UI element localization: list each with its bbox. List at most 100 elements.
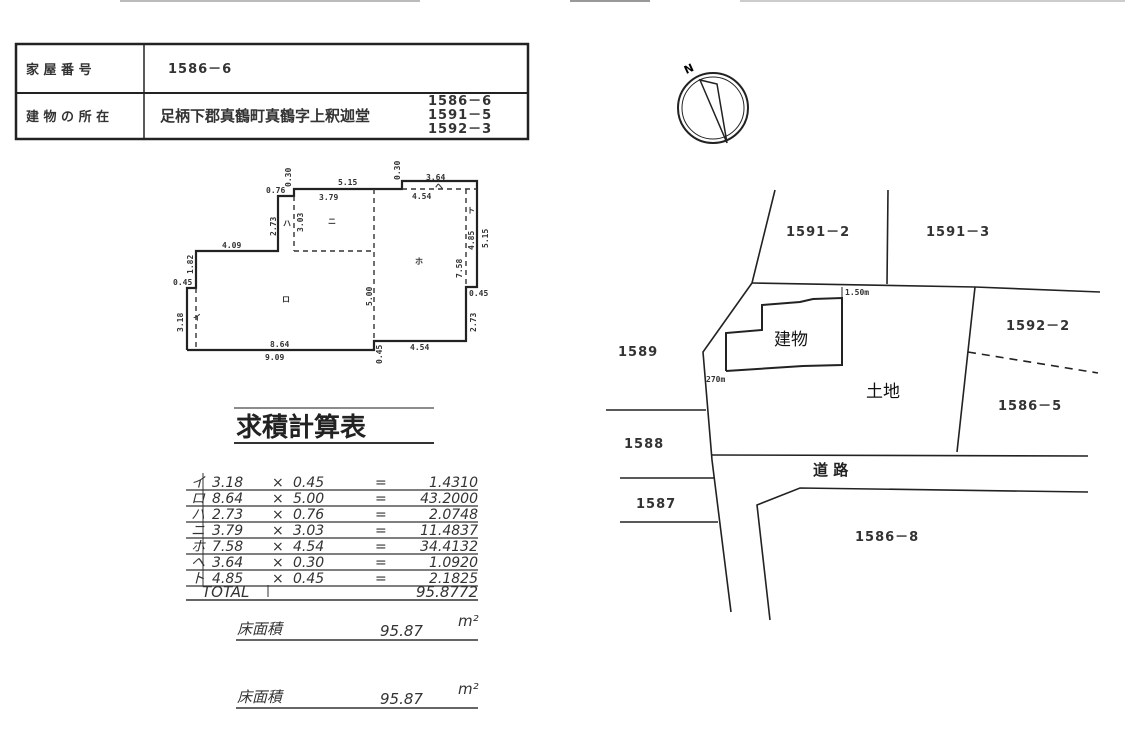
dim: 3.64 xyxy=(426,173,445,182)
lot-3: 1592－3 xyxy=(428,122,492,137)
dim: 4.54 xyxy=(410,343,429,352)
row-factor-b: 0.45 xyxy=(293,571,324,587)
section-label: ト xyxy=(467,206,475,215)
location: 足柄下郡真鶴町真鶴字上釈迦堂 xyxy=(160,107,370,125)
building-label: 建物 xyxy=(774,330,808,350)
lot-label: 1591－3 xyxy=(926,225,990,240)
land-label: 土地 xyxy=(866,382,900,402)
equals-sign: = xyxy=(375,507,387,523)
times-sign: × xyxy=(272,523,284,539)
row-factor-a: 8.64 xyxy=(212,491,243,507)
dim: 1.82 xyxy=(186,255,195,274)
floor-area-value-2: 95.87 xyxy=(380,690,423,708)
section-label: ホ xyxy=(415,257,423,266)
dim-right: 1.50m xyxy=(845,288,869,297)
times-sign: × xyxy=(272,491,284,507)
equals-sign: = xyxy=(375,555,387,571)
lot-label: 1591－2 xyxy=(786,225,850,240)
calc-row: ロ 8.64 × 5.00 = 43.2000 xyxy=(186,491,478,507)
dim: 3.79 xyxy=(319,193,338,202)
north-arrow: N xyxy=(677,61,749,144)
dim: 2.73 xyxy=(469,313,478,332)
times-sign: × xyxy=(272,475,284,491)
row-factor-b: 4.54 xyxy=(293,539,324,555)
floor-area-label-2: 床面積 xyxy=(237,688,284,706)
dim: 4.09 xyxy=(222,241,241,250)
row-factor-a: 3.79 xyxy=(212,523,243,539)
dim: 0.45 xyxy=(173,278,192,287)
equals-sign: = xyxy=(375,571,387,587)
row-result: 2.0748 xyxy=(429,507,478,523)
lot-label: 1586－5 xyxy=(998,399,1062,414)
floor-plan: 5.15 3.64 0.76 0.30 0.30 3.79 4.54 2.73 … xyxy=(173,161,490,364)
row-factor-b: 0.45 xyxy=(293,475,324,491)
section-label: ハ xyxy=(283,219,291,228)
calc-row: ト 4.85 × 0.45 = 2.1825 xyxy=(186,571,478,587)
section-label: ロ xyxy=(282,295,290,304)
dim: 0.30 xyxy=(284,168,293,187)
lot-label: 1589 xyxy=(618,345,658,360)
row-factor-b: 0.76 xyxy=(293,507,324,523)
unit-2: m² xyxy=(458,680,479,698)
row-result: 11.4837 xyxy=(420,523,478,539)
dim: 5.00 xyxy=(365,287,374,306)
dim-left: 270m xyxy=(706,375,725,384)
house-number-label: 家 屋 番 号 xyxy=(26,62,92,78)
dim: 3.03 xyxy=(296,213,305,232)
row-factor-a: 3.18 xyxy=(212,475,243,491)
equals-sign: = xyxy=(375,475,387,491)
row-factor-a: 3.64 xyxy=(212,555,243,571)
row-factor-b: 3.03 xyxy=(293,523,324,539)
row-result: 2.1825 xyxy=(429,571,478,587)
dim: 0.45 xyxy=(375,345,384,364)
lot-2: 1591－5 xyxy=(428,108,492,123)
dim: 9.09 xyxy=(265,353,284,362)
equals-sign: = xyxy=(375,491,387,507)
row-result: 1.4310 xyxy=(429,475,478,491)
lot-label: 1586－8 xyxy=(855,530,919,545)
row-mark: イ xyxy=(191,475,206,491)
row-factor-b: 5.00 xyxy=(293,491,324,507)
location-label: 建 物 の 所 在 xyxy=(26,109,109,125)
lot-label: 1587 xyxy=(636,497,676,512)
section-label: ヘ xyxy=(435,182,443,191)
section-label: イ xyxy=(193,313,201,322)
dim: 8.64 xyxy=(270,340,289,349)
building-outline xyxy=(725,296,843,372)
dim: 7.58 xyxy=(455,259,464,278)
total-label: TOTAL xyxy=(202,583,249,601)
row-mark: ヘ xyxy=(191,555,205,571)
equals-sign: = xyxy=(375,539,387,555)
row-mark: ニ xyxy=(191,523,205,539)
lot-1: 1586－6 xyxy=(428,94,492,109)
site-map: N 1591－2 1591－3 1592－2 1589 1586－5 1588 … xyxy=(606,61,1101,621)
dim: 0.45 xyxy=(469,289,488,298)
dim: 3.18 xyxy=(176,313,185,332)
row-mark: ハ xyxy=(191,507,205,523)
section-label: ニ xyxy=(328,217,336,226)
calc-table: 求積計算表 イ 3.18 × 0.45 = 1.4310 ロ 8.64 × 5.00 = 43.200… xyxy=(186,407,479,709)
row-factor-a: 7.58 xyxy=(212,539,243,555)
road-label: 道 路 xyxy=(813,461,849,479)
dim: 0.76 xyxy=(266,186,285,195)
times-sign: × xyxy=(272,571,284,587)
calc-row: イ 3.18 × 0.45 = 1.4310 xyxy=(186,475,478,491)
total-value: 95.8772 xyxy=(416,583,478,601)
floor-area-value: 95.87 xyxy=(380,622,423,640)
row-mark: ロ xyxy=(191,491,206,507)
times-sign: × xyxy=(272,539,284,555)
row-result: 43.2000 xyxy=(420,491,478,507)
dim: 0.30 xyxy=(393,161,402,180)
row-mark: ト xyxy=(191,571,205,587)
times-sign: × xyxy=(272,555,284,571)
lot-label: 1588 xyxy=(624,437,664,452)
header-table: 家 屋 番 号 1586－6 建 物 の 所 在 足柄下郡真鶴町真鶴字上釈迦堂 … xyxy=(14,42,530,141)
calc-table-title: 求積計算表 xyxy=(236,412,367,443)
times-sign: × xyxy=(272,507,284,523)
row-factor-a: 4.85 xyxy=(212,571,243,587)
